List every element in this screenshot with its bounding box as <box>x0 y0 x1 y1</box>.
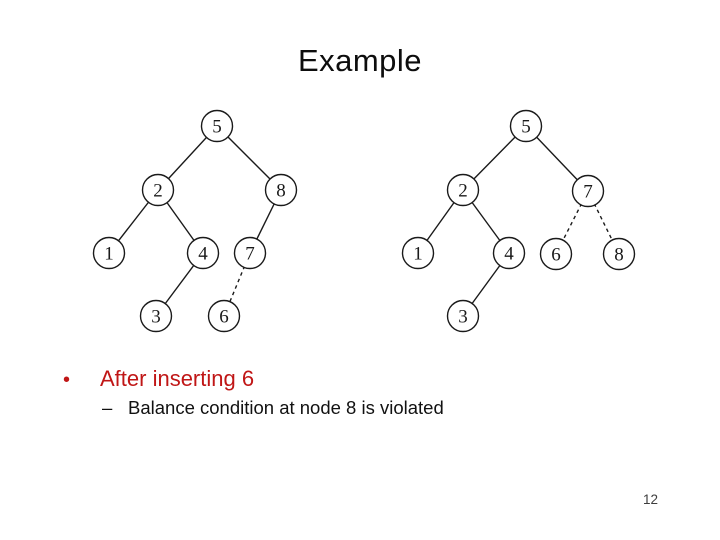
tree-node-circle-8 <box>264 173 298 207</box>
tree-node-circle-4 <box>492 236 526 270</box>
tree-node-label: 1 <box>413 244 423 265</box>
subbullet-balance-condition: –Balance condition at node 8 is violated <box>102 397 444 418</box>
tree-node-label: 6 <box>219 307 229 328</box>
tree-node-label: 4 <box>504 244 514 265</box>
tree-node-label: 1 <box>104 244 114 265</box>
tree-node-circle-7 <box>233 236 267 270</box>
slide-title: Example <box>297 43 423 78</box>
tree-node-circle-5 <box>200 109 234 143</box>
bullet-dot-marker: • <box>63 369 71 391</box>
tree-node-circle-8 <box>602 237 636 271</box>
tree-node-label: 2 <box>458 181 468 202</box>
tree-right-after-rotation: 5 2 7 1 4 6 8 3 <box>401 109 636 333</box>
tree-node-label: 5 <box>521 117 531 138</box>
tree-node-label: 2 <box>153 181 163 202</box>
bullet-after-inserting: • After inserting 6 <box>63 366 255 391</box>
tree-node-circle-6 <box>207 299 241 333</box>
tree-node-label: 3 <box>151 307 161 328</box>
tree-node-circle-2 <box>446 173 480 207</box>
tree-node-label: 3 <box>458 307 468 328</box>
tree-node-circle-1 <box>401 236 435 270</box>
tree-node-label: 4 <box>198 244 208 265</box>
tree-node-circle-7 <box>571 174 605 208</box>
tree-node-label: 7 <box>245 244 255 265</box>
tree-node-label: 8 <box>276 181 286 202</box>
tree-node-circle-1 <box>92 236 126 270</box>
page-number: 12 <box>643 492 659 507</box>
tree-node-circle-2 <box>141 173 175 207</box>
tree-node-circle-3 <box>139 299 173 333</box>
tree-node-label: 6 <box>551 245 561 266</box>
bullet-text: After inserting 6 <box>100 366 255 391</box>
tree-node-label: 5 <box>212 117 222 138</box>
tree-node-circle-3 <box>446 299 480 333</box>
subbullet-text: Balance condition at node 8 is violated <box>128 397 444 418</box>
tree-node-circle-6 <box>539 237 573 271</box>
tree-node-label: 8 <box>614 245 624 266</box>
tree-node-circle-5 <box>509 109 543 143</box>
tree-node-circle-4 <box>186 236 220 270</box>
tree-node-label: 7 <box>583 182 593 203</box>
dash-marker: – <box>102 397 113 418</box>
